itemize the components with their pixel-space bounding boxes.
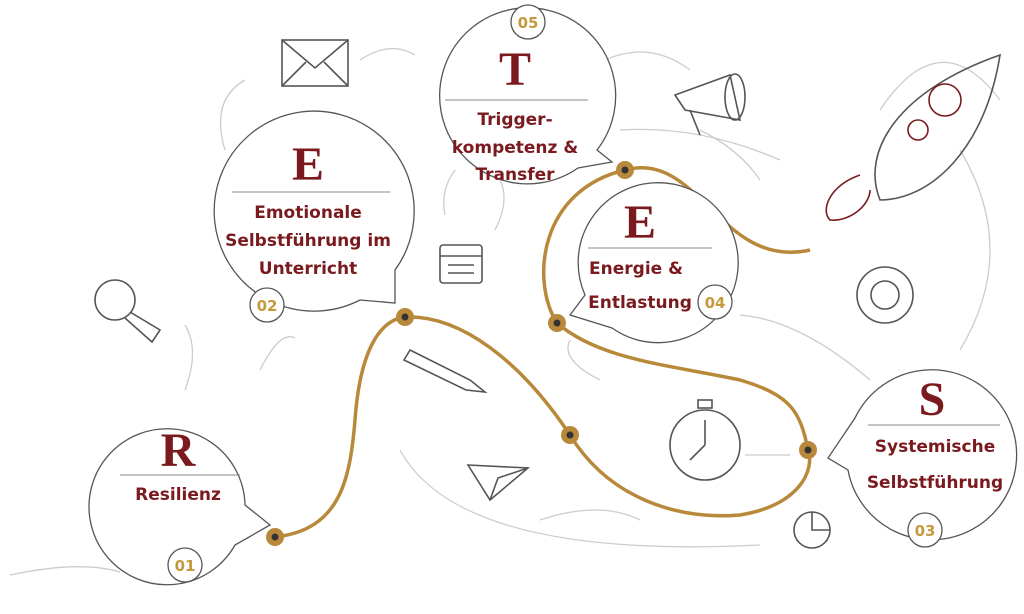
svg-text:Transfer: Transfer xyxy=(475,165,555,185)
megaphone-icon xyxy=(673,73,746,136)
envelope-icon xyxy=(281,39,349,87)
step-emotionale-selbstfuehrung: E Emotionale Selbstführung im Unterricht… xyxy=(213,110,415,323)
svg-text:Unterricht: Unterricht xyxy=(259,259,357,279)
svg-text:05: 05 xyxy=(518,14,539,32)
pencil-icon xyxy=(402,348,488,394)
svg-text:Entlastung: Entlastung xyxy=(588,293,692,313)
lightbulb-icon xyxy=(94,279,162,344)
rocket-icon xyxy=(825,53,1001,221)
step-energie-entlastung: E Energie & Entlastung 04 xyxy=(568,182,739,344)
svg-text:S: S xyxy=(919,373,946,426)
svg-text:T: T xyxy=(499,43,531,96)
svg-text:E: E xyxy=(624,196,656,249)
svg-text:Resilienz: Resilienz xyxy=(135,485,221,505)
svg-text:Trigger-: Trigger- xyxy=(477,110,552,130)
svg-text:Emotionale: Emotionale xyxy=(254,203,362,223)
svg-text:Selbstführung im: Selbstführung im xyxy=(225,231,391,251)
stopwatch-icon xyxy=(669,399,741,481)
journey-path xyxy=(274,166,812,539)
svg-text:Energie &: Energie & xyxy=(589,259,683,279)
svg-text:Selbstführung: Selbstführung xyxy=(867,473,1003,493)
calendar-icon xyxy=(439,244,483,284)
paper-plane-icon xyxy=(466,464,531,502)
svg-text:02: 02 xyxy=(257,297,278,315)
svg-text:E: E xyxy=(292,138,324,191)
svg-text:04: 04 xyxy=(705,294,726,312)
background-arrows xyxy=(9,48,1001,576)
step-triggerkompetenz: T Trigger- kompetenz & Transfer 05 xyxy=(439,4,617,185)
pie-chart-icon xyxy=(793,511,831,549)
step-systemische-selbstfuehrung: S Systemische Selbstführung 03 xyxy=(827,369,1018,548)
svg-text:kompetenz &: kompetenz & xyxy=(452,138,579,158)
path-waypoints xyxy=(266,161,817,546)
svg-text:R: R xyxy=(161,424,197,477)
step-resilienz: R Resilienz 01 xyxy=(88,424,272,586)
svg-text:Systemische: Systemische xyxy=(875,437,995,457)
svg-text:01: 01 xyxy=(175,557,196,575)
svg-text:03: 03 xyxy=(915,522,936,540)
gear-icon xyxy=(856,266,914,324)
